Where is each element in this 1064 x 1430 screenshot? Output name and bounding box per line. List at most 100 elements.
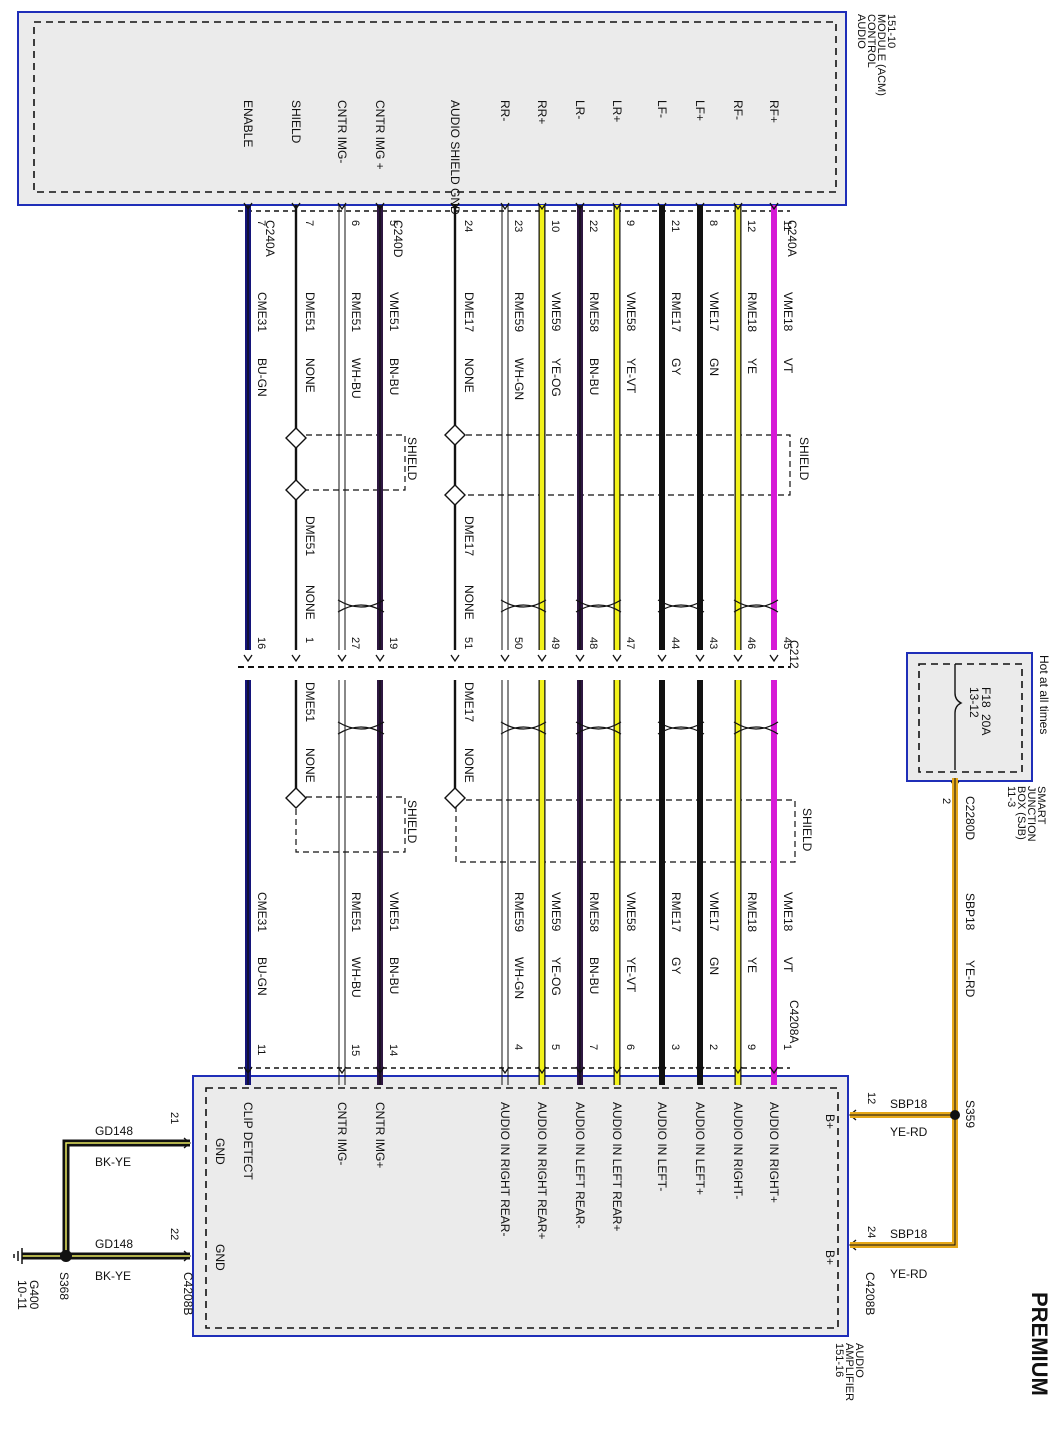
wire-color-label: WH-GN [512,358,526,400]
pin-number-c4208a: 4 [512,1044,524,1050]
circuit-label-lower: VME17 [707,892,721,932]
twisted-pair-icon [337,599,385,613]
acm-pin-label: RR+ [535,100,549,124]
b-plus-label-a: B+ [823,1114,837,1129]
wire-color-label-lower: BN-BU [387,957,401,994]
pin-number-c240: 11 [781,220,793,231]
amp-gnd-label-b: GND [213,1244,227,1271]
wire-color-label-lower: NONE [303,748,317,783]
svg-text:MODULE (ACM): MODULE (ACM) [875,14,887,96]
acm-label-line-2: CONTROL [865,14,877,68]
circuit-label: VME59 [549,292,563,332]
wire-color-label-lower: BN-BU [587,957,601,994]
pin-number-c240: 5 [387,220,399,226]
amp-pin-label: CNTR IMG- [335,1102,349,1165]
circuit-label-lower: RME51 [349,892,363,932]
svg-text:CONTROL: CONTROL [865,14,877,68]
pin-number-c4208a: 1 [781,1044,793,1050]
connector-c212-label: C212 [787,640,801,669]
amp-pin-label: AUDIO IN RIGHT- [731,1102,745,1199]
circuit-label-lower: RME58 [587,892,601,932]
wire-color-label-lower: VT [781,957,795,973]
connector-c4208b-label-2: C4208B [863,1272,877,1315]
wire-color-label-lower: GY [669,957,683,974]
wire-color-label-lower: WH-GN [512,957,526,999]
sjb-hot-label: Hot at all times [1037,655,1051,734]
connector-pin-icon [575,654,585,662]
pin-number-c4208a: 5 [549,1044,561,1050]
connector-c2280d-label: C2280D [963,796,977,840]
acm-pin-label: RR- [498,100,512,121]
circuit-label: RME51 [349,292,363,332]
pin-number-c212: 44 [669,637,681,649]
power-pin-sjb: 2 [940,798,952,804]
ground-wiring [13,1139,190,1264]
power-color-a: YE-RD [890,1125,928,1139]
circuit-label-lower: RME17 [669,892,683,932]
acm-label: AUDIO CONTROL MODULE (ACM) 151-10 [855,14,897,96]
pin-number-c212: 51 [462,637,474,649]
acm-pin-label: CNTR IMG- [335,100,349,163]
wire-color-label: YE-OG [549,358,563,397]
svg-text:AUDIO: AUDIO [855,14,867,49]
circuit-label-lower: DME17 [462,682,476,722]
acm-pin-label: RF+ [767,100,781,123]
circuit-label-lower: CME31 [255,892,269,932]
amp-pin-label: AUDIO IN RIGHT REAR- [498,1102,512,1236]
connector-pin-icon [450,654,460,662]
wire-color-label-lower: NONE [462,748,476,783]
page-title: PREMIUM [1027,1292,1052,1396]
circuit-label: DME17 [462,292,476,332]
pin-number-c4208a: 6 [624,1044,636,1050]
ground-color-b: BK-YE [95,1269,131,1283]
twisted-pair-icon [657,599,705,613]
twisted-pair-icon [575,721,622,735]
pin-number-c212: 45 [781,637,793,649]
splice-s359-dot [950,1110,960,1120]
pin-number-c4208a: 15 [349,1044,361,1056]
pin-number-c212: 47 [624,637,636,649]
power-circuit-label: SBP18 [963,893,977,931]
twisted-pair-icon [500,721,547,735]
connector-pin-icon [291,654,301,662]
twisted-pair-icon [337,721,385,735]
pin-number-c240: 24 [462,220,474,232]
pin-number-c4208a: 14 [387,1044,399,1056]
connector-pin-icon [733,654,743,662]
acm-pin-label: ENABLE [241,100,255,147]
fuse-icon [954,692,963,770]
wire-color-label-lower: YE-VT [624,957,638,993]
connector-c240d-label: C240D [391,220,405,258]
shield-label-3: SHIELD [800,808,814,852]
power-color-b: YE-RD [890,1267,928,1281]
svg-text:SMART: SMART [1035,786,1047,825]
svg-text:JUNCTION: JUNCTION [1025,786,1037,842]
pin-number-c212: 16 [255,637,267,649]
b-plus-label-b: B+ [823,1250,837,1265]
sjb-module [906,652,1033,782]
connector-c4208b-label: C4208B [181,1272,195,1315]
wire-color-label-lower: YE-OG [549,957,563,996]
wire-color-label: VT [781,358,795,374]
circuit-label: RME59 [512,292,526,332]
pin-number-c240: 21 [669,220,681,232]
wire-color-label: NONE [303,358,317,393]
circuit-label-lower: DME51 [303,682,317,722]
circuit-label: DME51 [303,292,317,332]
connector-pin-icon [337,654,347,662]
ground-pin-a: 21 [168,1112,180,1124]
acm-module [17,11,847,206]
wire-color-label: GY [669,358,683,375]
pin-number-c212: 48 [587,637,599,649]
acm-pin-label: LF+ [693,100,707,121]
wire-color-label-lower: YE [745,957,759,973]
power-feed [850,778,960,1248]
connector-pin-icon [612,654,622,662]
wire-color-label: BN-BU [387,358,401,395]
wire-color-label: NONE [462,358,476,393]
circuit-label: RME17 [669,292,683,332]
circuit-label-lower: VME59 [549,892,563,932]
